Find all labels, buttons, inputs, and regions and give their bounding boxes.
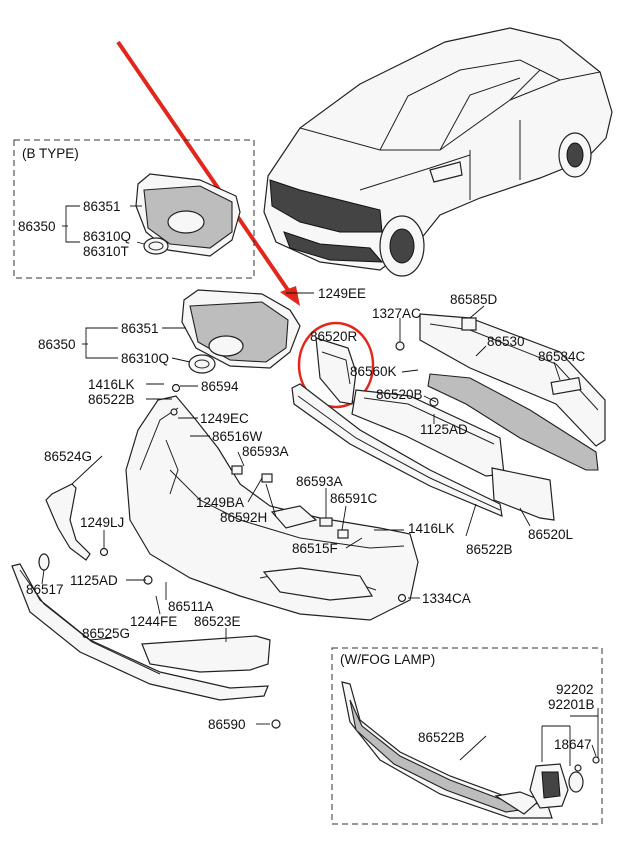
- lower-strip: [291, 383, 503, 517]
- label-86351-b: 86351: [83, 199, 121, 214]
- highlight-arrow: [116, 40, 300, 306]
- label-86522B-l: 86522B: [88, 392, 135, 407]
- label-86584C: 86584C: [538, 349, 586, 364]
- part-labels: 1249EE 86351 86350 86310Q 86520R 1327AC …: [26, 286, 586, 732]
- label-86520B: 86520B: [376, 387, 423, 402]
- label-1125AD-l: 1125AD: [70, 573, 118, 588]
- label-86592H: 86592H: [220, 510, 267, 525]
- b-type-box: (B TYPE) 86350 86351 86310Q 86310T: [13, 139, 255, 279]
- label-86525G: 86525G: [82, 626, 130, 641]
- label-1249EE: 1249EE: [318, 286, 366, 301]
- main-grille: [82, 289, 314, 374]
- label-86511A: 86511A: [168, 599, 214, 614]
- lower-spoiler: [11, 563, 281, 729]
- label-86517: 86517: [26, 582, 64, 597]
- car-illustration: [263, 27, 613, 277]
- label-86516W: 86516W: [212, 429, 263, 444]
- label-1244FE: 1244FE: [130, 614, 177, 629]
- label-86524G: 86524G: [44, 449, 92, 464]
- label-86310Q: 86310Q: [121, 351, 169, 366]
- label-86590: 86590: [208, 717, 246, 732]
- label-86350-b: 86350: [18, 219, 56, 234]
- label-86594: 86594: [201, 379, 239, 394]
- label-86591C: 86591C: [330, 491, 378, 506]
- label-92201B: 92201B: [548, 697, 595, 712]
- label-86522B-r: 86522B: [466, 542, 513, 557]
- label-1327AC: 1327AC: [372, 306, 421, 321]
- label-86520L: 86520L: [528, 527, 574, 542]
- label-1125AD-r: 1125AD: [420, 422, 468, 437]
- fog-lamp-box: (W/FOG LAMP) 92202 92201B 18647 86522B: [331, 647, 603, 825]
- label-1334CA: 1334CA: [422, 591, 471, 606]
- label-1416LK-r: 1416LK: [408, 521, 455, 536]
- label-86523E: 86523E: [194, 614, 241, 629]
- label-86593A-1: 86593A: [242, 444, 289, 459]
- label-18647: 18647: [554, 737, 592, 752]
- label-1249EC: 1249EC: [200, 411, 249, 426]
- highlight-circle: [297, 321, 375, 409]
- leader-lines: [41, 305, 561, 725]
- fog-lamp-title: (W/FOG LAMP): [340, 652, 435, 667]
- label-86351: 86351: [121, 321, 159, 336]
- label-92202: 92202: [556, 682, 594, 697]
- energy-absorber-and-beam: [315, 313, 606, 521]
- label-1249BA: 1249BA: [196, 495, 244, 510]
- label-86530: 86530: [487, 334, 525, 349]
- label-86560K: 86560K: [350, 364, 397, 379]
- label-1249LJ: 1249LJ: [80, 515, 124, 530]
- label-86515F: 86515F: [292, 541, 338, 556]
- label-86350: 86350: [38, 337, 76, 352]
- label-86585D: 86585D: [450, 292, 498, 307]
- label-86310q-b: 86310Q: [83, 229, 131, 244]
- label-86310t-b: 86310T: [83, 244, 129, 259]
- label-86520R: 86520R: [310, 329, 358, 344]
- b-type-title: (B TYPE): [22, 146, 79, 161]
- label-1416LK-l: 1416LK: [88, 377, 135, 392]
- label-86522B-fog: 86522B: [418, 730, 465, 745]
- label-86593A-2: 86593A: [296, 474, 343, 489]
- bumper-cover: [99, 383, 419, 621]
